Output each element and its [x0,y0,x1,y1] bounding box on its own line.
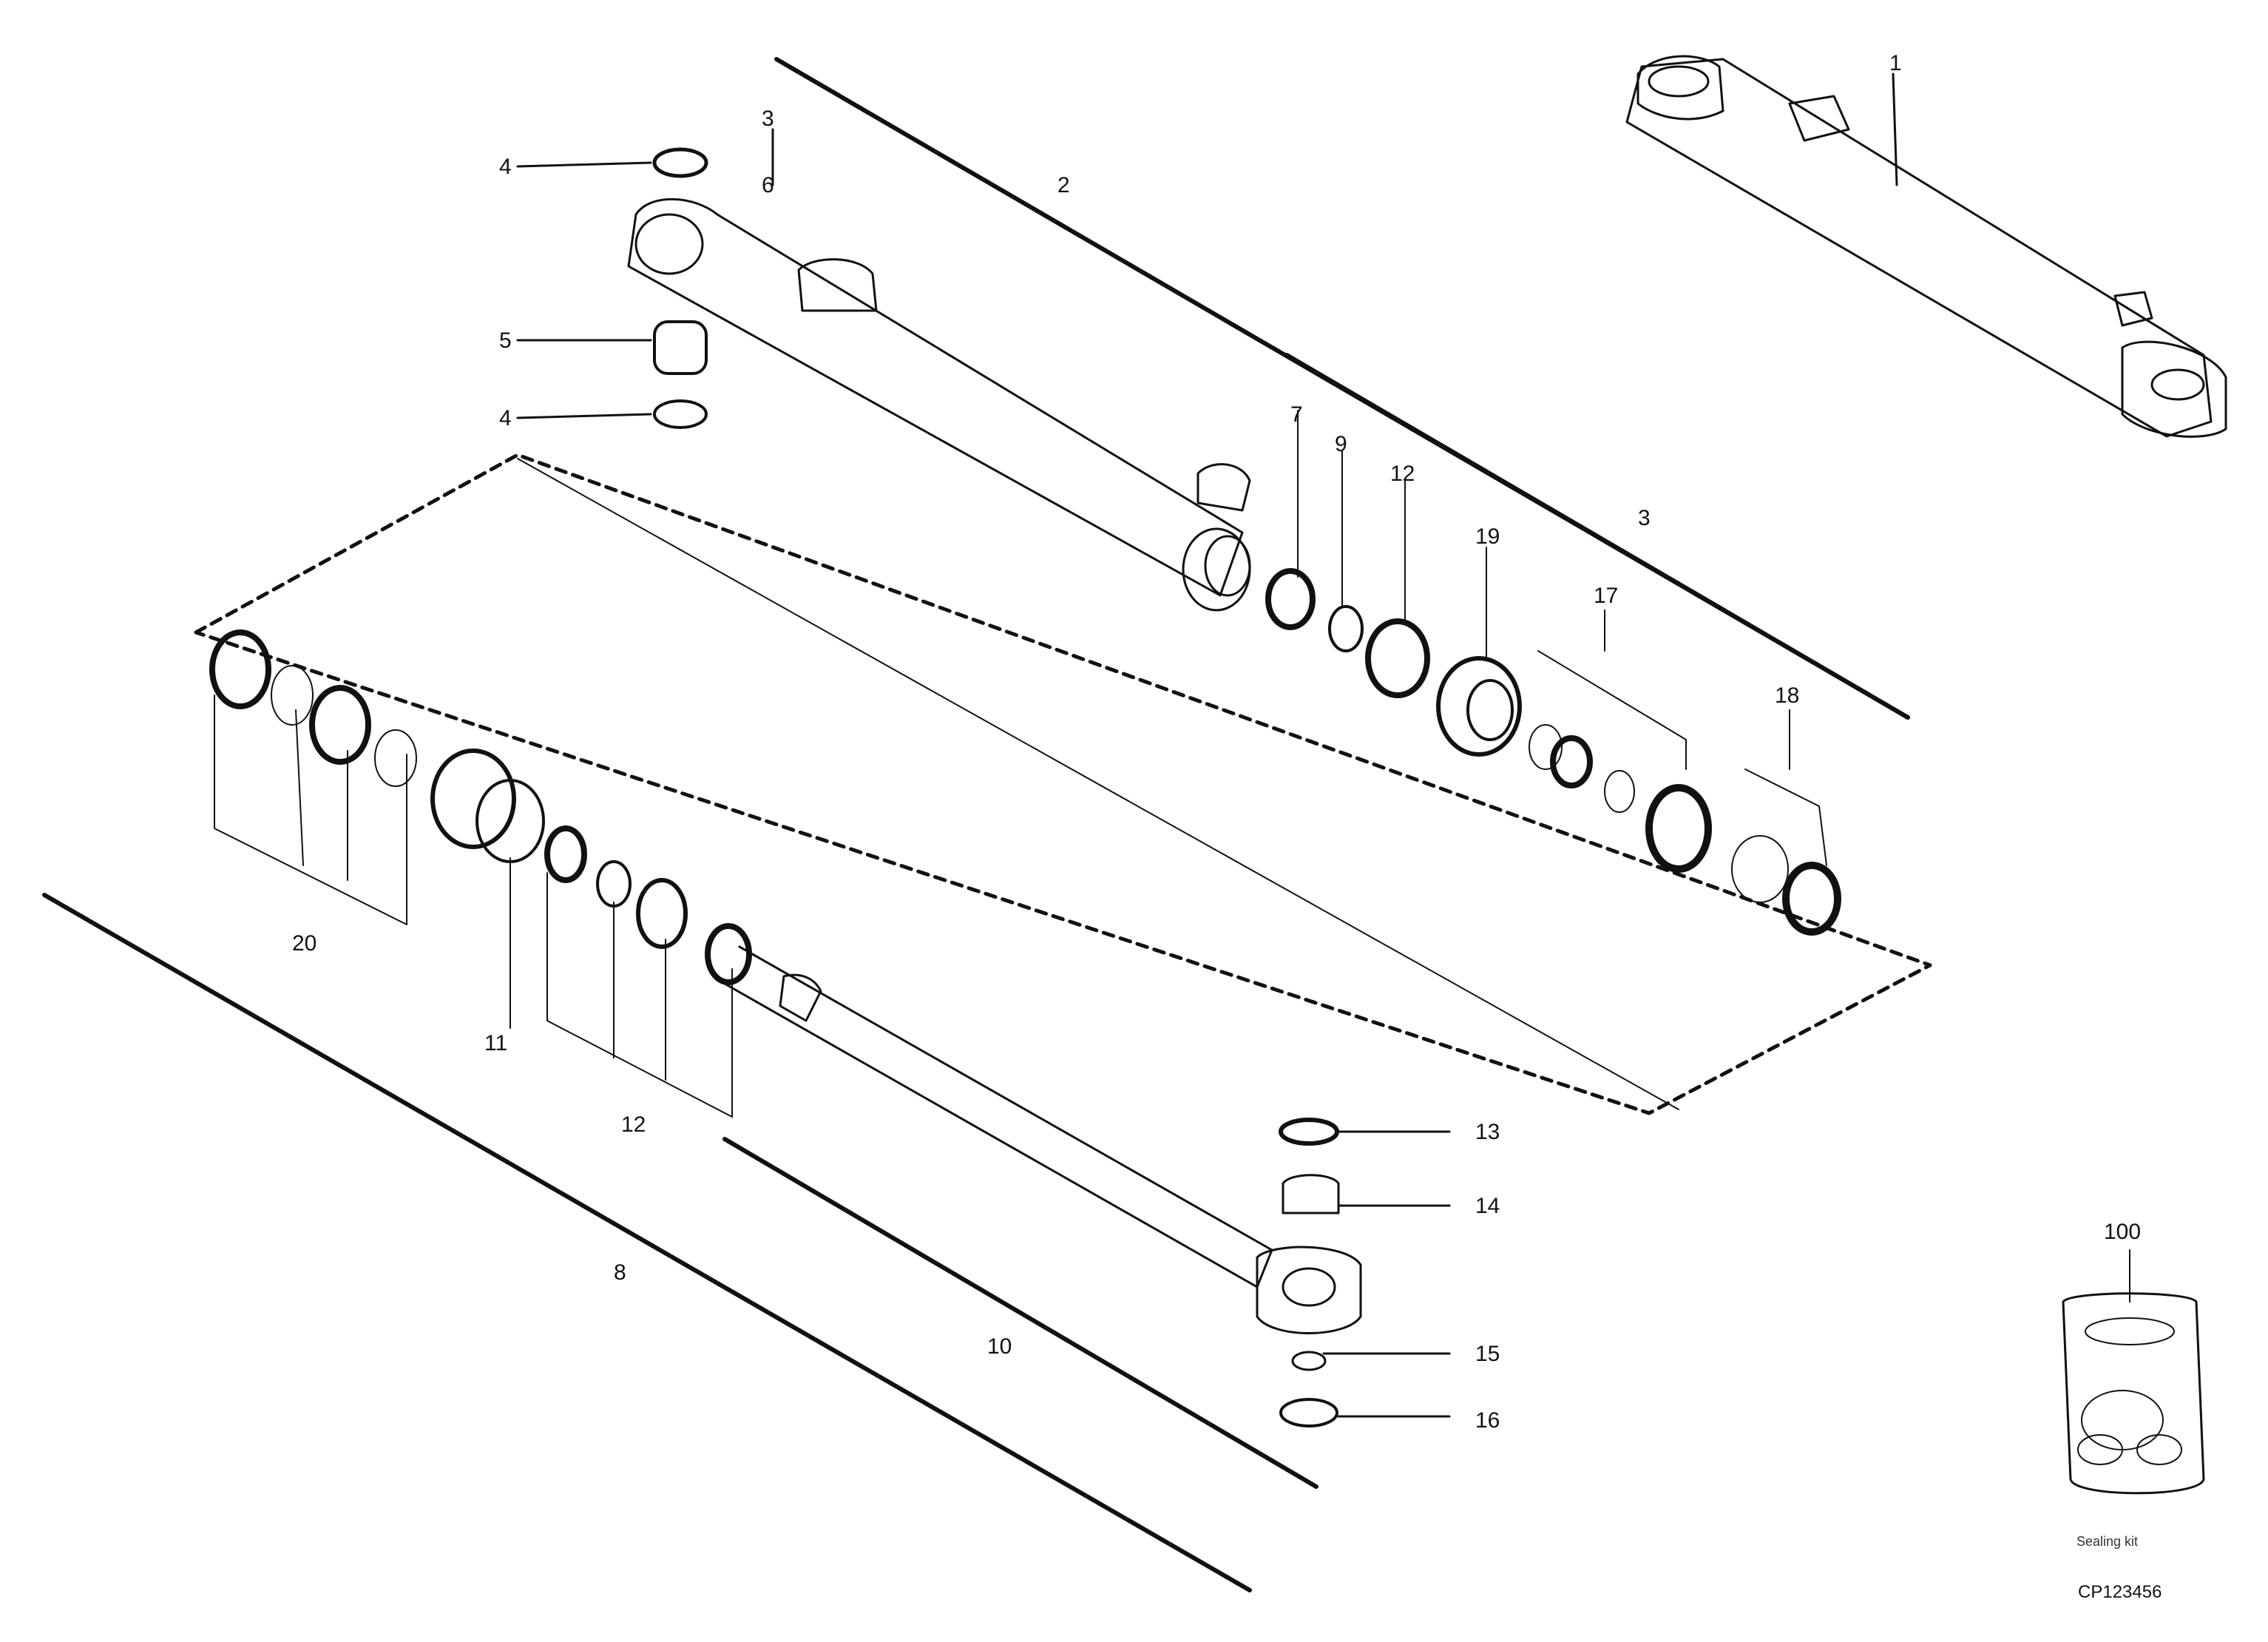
piston-rod [723,945,1362,1428]
callout-1: 1 [1889,51,1902,75]
callout-5: 5 [499,328,512,353]
kit-caption: Sealing kit [2076,1534,2138,1549]
callout-12: 12 [1390,462,1415,486]
callout-8: 8 [614,1260,626,1285]
callout-15: 15 [1475,1342,1500,1366]
callout-9: 9 [1335,432,1347,456]
callout-2: 2 [1057,173,1070,197]
callout-3-top: 3 [762,107,774,131]
callout-100: 100 [2104,1220,2141,1244]
callout-20: 20 [292,931,316,956]
piston-group-bracket [194,453,1932,1115]
callout-4-bottom: 4 [499,406,512,430]
complete-cylinder-thumbnail [1625,55,2227,438]
piston-group-bracket-inner [517,458,1679,1110]
callout-16: 16 [1475,1408,1500,1433]
assembly-line-8 [42,893,1252,1592]
ring-4-bottom [653,399,708,429]
cylinder-barrel [627,197,1251,612]
callout-6: 6 [762,173,774,197]
callout-13: 13 [1475,1120,1500,1144]
gland-parts [1265,410,1841,936]
callout-10: 10 [987,1334,1012,1359]
callout-7: 7 [1290,402,1303,427]
callout-12-bottom: 12 [621,1112,646,1137]
callout-14: 14 [1475,1194,1500,1218]
callout-19: 19 [1475,524,1500,549]
piston-parts [209,629,752,1118]
reference-code: CP123456 [2078,1582,2162,1602]
bushing-5 [653,320,708,375]
assembly-line-10 [722,1137,1319,1489]
callout-11: 11 [484,1031,507,1055]
callout-18: 18 [1775,683,1799,708]
ring-4-top [652,147,708,178]
assembly-line-3b [1284,353,1910,720]
callout-4-top: 4 [499,155,512,179]
callout-17: 17 [1594,584,1618,608]
callout-3-right: 3 [1638,506,1651,530]
sealing-kit-icon [2062,1249,2205,1495]
